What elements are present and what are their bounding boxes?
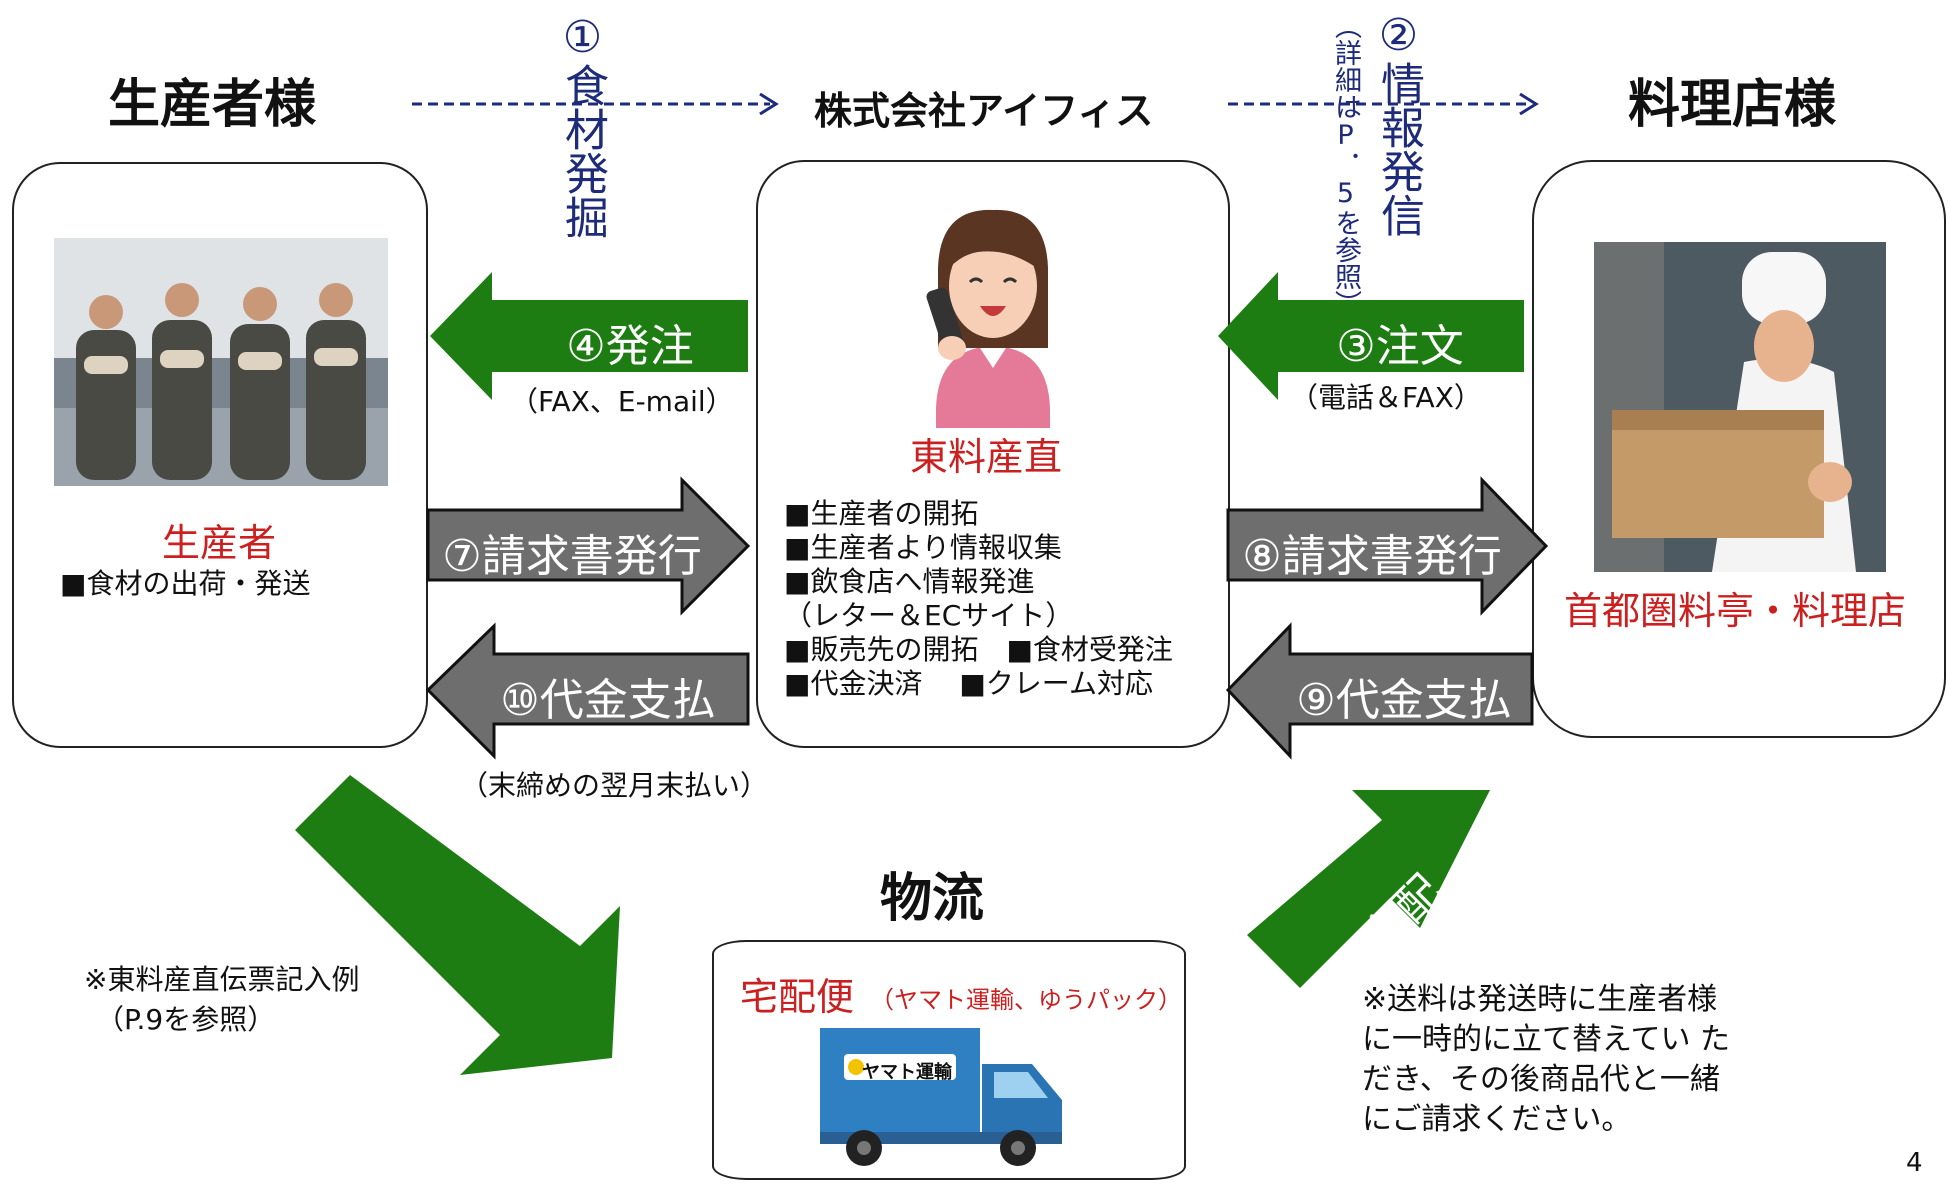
- chef-photo: [1594, 242, 1886, 572]
- center-line-5: ■販売先の開拓 ■食材受発注: [784, 633, 1173, 666]
- payment-to-producer-arrow: [425, 622, 750, 760]
- page-number: 4: [1906, 1148, 1923, 1178]
- invoice-from-producer-label: ⑦請求書発行: [442, 531, 702, 582]
- center-title: 東料産直: [910, 435, 1063, 479]
- logistics-title: 宅配便: [740, 975, 855, 1019]
- payment-to-producer-label: ⑩代金支払: [500, 675, 716, 726]
- order-from-restaurant-arrow: [1218, 272, 1524, 400]
- step2-label: ②情報発信: [1373, 10, 1424, 237]
- left-note-line-1: ※東料産直伝票記入例: [84, 963, 360, 996]
- center-line-1: ■生産者の開拓: [784, 497, 979, 530]
- step1-label: ①食材発掘: [557, 12, 608, 239]
- invoice-to-restaurant-arrow: [1226, 476, 1549, 616]
- payment-from-restaurant-arrow: [1225, 622, 1534, 760]
- center-line-6: ■代金決済 ■クレーム対応: [784, 667, 1153, 700]
- truck-logo-text: ヤマト運輸: [862, 1062, 952, 1083]
- delivery-truck-icon: [820, 1028, 1062, 1166]
- center-line-3: ■飲食店へ情報発進: [784, 565, 1035, 598]
- center-line-4: （レター＆ECサイト）: [784, 599, 1074, 632]
- order-to-producer-arrow: [430, 272, 748, 400]
- center-line-2: ■生産者より情報収集: [784, 531, 1062, 564]
- invoice-from-producer-arrow: [426, 476, 751, 616]
- logistics-header: 物流: [880, 869, 985, 929]
- company-header: 株式会社アイフィス: [814, 89, 1154, 133]
- step2-note: （詳細はP．5を参照）: [1330, 12, 1361, 317]
- restaurant-header: 料理店様: [1628, 75, 1837, 135]
- producer-title: 生産者: [162, 521, 277, 565]
- order-from-restaurant-label: ③注文: [1336, 321, 1464, 372]
- restaurant-title: 首都圏料亭・料理店: [1564, 589, 1907, 633]
- right-note-line-2: に一時的に立て替えてい た: [1362, 1022, 1731, 1057]
- invoice-to-restaurant-label: ⑧請求書発行: [1242, 531, 1502, 582]
- order-from-restaurant-note: （電話＆FAX）: [1290, 381, 1482, 414]
- logistics-carriers: （ヤマト運輸、ゆうパック）: [870, 986, 1182, 1014]
- delivery-arrow: [1247, 790, 1490, 988]
- right-note-line-4: にご請求ください。: [1362, 1102, 1632, 1137]
- producers-photo: [54, 238, 388, 486]
- right-note-line-1: ※送料は発送時に生産者様: [1362, 982, 1718, 1017]
- payment-note: （末締めの翌月末払い）: [460, 769, 769, 802]
- producer-task: ■食材の出荷・発送: [60, 567, 311, 600]
- shipment-arrow: [295, 775, 620, 1075]
- order-to-producer-note: （FAX、E-mail）: [510, 385, 734, 418]
- producer-header: 生産者様: [108, 75, 317, 135]
- left-note-line-2: （P.9を参照）: [96, 1003, 276, 1036]
- right-note-line-3: だき、その後商品代と一緒: [1362, 1062, 1720, 1097]
- order-to-producer-label: ④発注: [566, 321, 694, 372]
- payment-from-restaurant-label: ⑨代金支払: [1296, 675, 1512, 726]
- operator-illustration: [926, 209, 1050, 428]
